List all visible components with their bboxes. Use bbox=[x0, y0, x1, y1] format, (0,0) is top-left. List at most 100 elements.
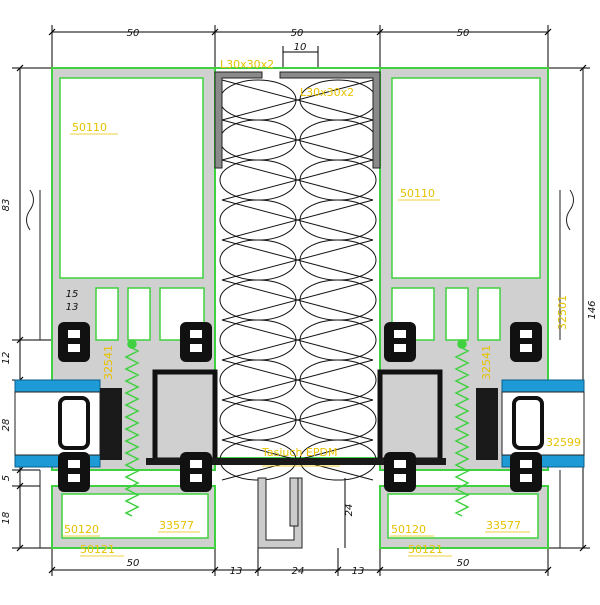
dimension-tick bbox=[579, 64, 587, 72]
gasket-hole bbox=[68, 474, 80, 482]
pressure-plates bbox=[100, 388, 498, 465]
wool-diagonal bbox=[221, 239, 374, 281]
glass-spacers bbox=[58, 396, 544, 450]
dim-top-right: 50 bbox=[457, 28, 470, 39]
part-labels bbox=[63, 133, 530, 557]
label-seal-right-bottom: 32599 bbox=[546, 436, 581, 449]
dim-left-d4: 18 bbox=[1, 512, 12, 525]
gasket-body bbox=[180, 322, 212, 362]
gasket-body bbox=[58, 452, 90, 492]
dimension-tick bbox=[16, 482, 24, 490]
dimension-tick bbox=[334, 566, 342, 574]
screw-thread bbox=[454, 347, 470, 517]
gasket-body bbox=[58, 322, 90, 362]
screw-thread bbox=[124, 347, 140, 517]
dimension-tick bbox=[211, 566, 219, 574]
dimension-tick bbox=[16, 336, 24, 344]
wool-diagonal bbox=[221, 399, 374, 441]
dimension-ticks bbox=[16, 28, 587, 574]
epdm-gaskets bbox=[58, 322, 542, 492]
dim-detail-b: 13 bbox=[66, 302, 79, 313]
dim-bottom-left: 50 bbox=[127, 558, 140, 569]
label-profile-top-left: 50110 bbox=[72, 121, 107, 134]
dim-left-d3: 5 bbox=[1, 475, 12, 481]
dimension-tick bbox=[211, 28, 219, 36]
dimension-tick bbox=[16, 64, 24, 72]
label-screw-left: 33577 bbox=[159, 519, 194, 532]
fixing-screws bbox=[124, 339, 470, 517]
wool-diagonal bbox=[221, 199, 374, 241]
dimension-tick bbox=[48, 566, 56, 574]
gasket-hole bbox=[520, 474, 532, 482]
dimension-tick bbox=[16, 544, 24, 552]
dimension-tick bbox=[48, 28, 56, 36]
gasket-body bbox=[384, 452, 416, 492]
dim-left-d1: 12 bbox=[1, 352, 12, 365]
dimension-tick bbox=[544, 28, 552, 36]
label-cover-outer-right: 50121 bbox=[408, 543, 443, 556]
gasket-hole bbox=[520, 344, 532, 352]
gasket-hole bbox=[394, 460, 406, 468]
wool-diagonal bbox=[221, 79, 374, 121]
label-angle-left: L30x30x2 bbox=[220, 58, 274, 71]
gasket-hole bbox=[190, 330, 202, 338]
gasket-hole bbox=[68, 460, 80, 468]
profile-chambers bbox=[59, 77, 541, 539]
gasket-body bbox=[510, 452, 542, 492]
label-cover-inner-left: 50120 bbox=[64, 523, 99, 536]
label-angle-right: L30x30x2 bbox=[300, 86, 354, 99]
dimension-tick bbox=[579, 544, 587, 552]
dim-left-d2: 28 bbox=[1, 419, 12, 432]
gasket-body bbox=[384, 322, 416, 362]
steel-angles bbox=[214, 71, 381, 169]
dim-left-total: 83 bbox=[1, 199, 12, 212]
gasket-hole bbox=[394, 344, 406, 352]
insulation-panel bbox=[214, 67, 381, 481]
label-gasket-left: 32541 bbox=[102, 345, 115, 380]
dimension-text: 50 50 50 10 50 13 24 13 50 83 12 28 5 18… bbox=[1, 28, 598, 577]
gasket-hole bbox=[190, 344, 202, 352]
label-screw-right: 33577 bbox=[486, 519, 521, 532]
wool-diagonal bbox=[221, 159, 374, 201]
gasket-body bbox=[510, 322, 542, 362]
dim-detail-a: 15 bbox=[66, 289, 79, 300]
label-gasket-right: 32541 bbox=[480, 345, 493, 380]
dim-bottom-right: 50 bbox=[457, 558, 470, 569]
gasket-hole bbox=[68, 344, 80, 352]
dim-top-middle: 50 bbox=[291, 28, 304, 39]
screw-head bbox=[457, 339, 467, 349]
gasket-hole bbox=[394, 474, 406, 482]
label-seal-strip: Tasiuch EPDM bbox=[261, 446, 337, 459]
dim-right-total: 146 bbox=[587, 300, 598, 319]
dim-top-left: 50 bbox=[127, 28, 140, 39]
gasket-hole bbox=[190, 460, 202, 468]
gasket-hole bbox=[190, 474, 202, 482]
label-seal-right-top: 32501 bbox=[556, 295, 569, 330]
dimension-tick bbox=[254, 566, 262, 574]
gasket-hole bbox=[394, 330, 406, 338]
label-cover-outer-left: 50121 bbox=[80, 543, 115, 556]
dimension-tick bbox=[376, 28, 384, 36]
label-profile-top-right: 50110 bbox=[400, 187, 435, 200]
wool-diagonal bbox=[221, 119, 374, 161]
gasket-hole bbox=[68, 330, 80, 338]
gasket-hole bbox=[520, 330, 532, 338]
label-cover-inner-right: 50120 bbox=[391, 523, 426, 536]
mineral-wool-pattern bbox=[219, 79, 377, 481]
gasket-body bbox=[180, 452, 212, 492]
outer-edge-lines bbox=[26, 189, 574, 548]
wool-diagonal bbox=[221, 359, 374, 401]
dim-bottom-channel: 24 bbox=[292, 566, 305, 577]
dimension-tick bbox=[16, 466, 24, 474]
wool-diagonal bbox=[221, 279, 374, 321]
dim-bottom-gap-left: 13 bbox=[230, 566, 243, 577]
gasket-hole bbox=[520, 460, 532, 468]
dim-channel-depth: 24 bbox=[344, 504, 355, 517]
part-label-text: L30x30x2 L30x30x2 50110 50110 32541 3254… bbox=[64, 58, 581, 556]
dim-bottom-gap-right: 13 bbox=[352, 566, 365, 577]
wool-diagonal bbox=[221, 319, 374, 361]
dimension-tick bbox=[544, 566, 552, 574]
drainage-channel bbox=[257, 477, 303, 549]
